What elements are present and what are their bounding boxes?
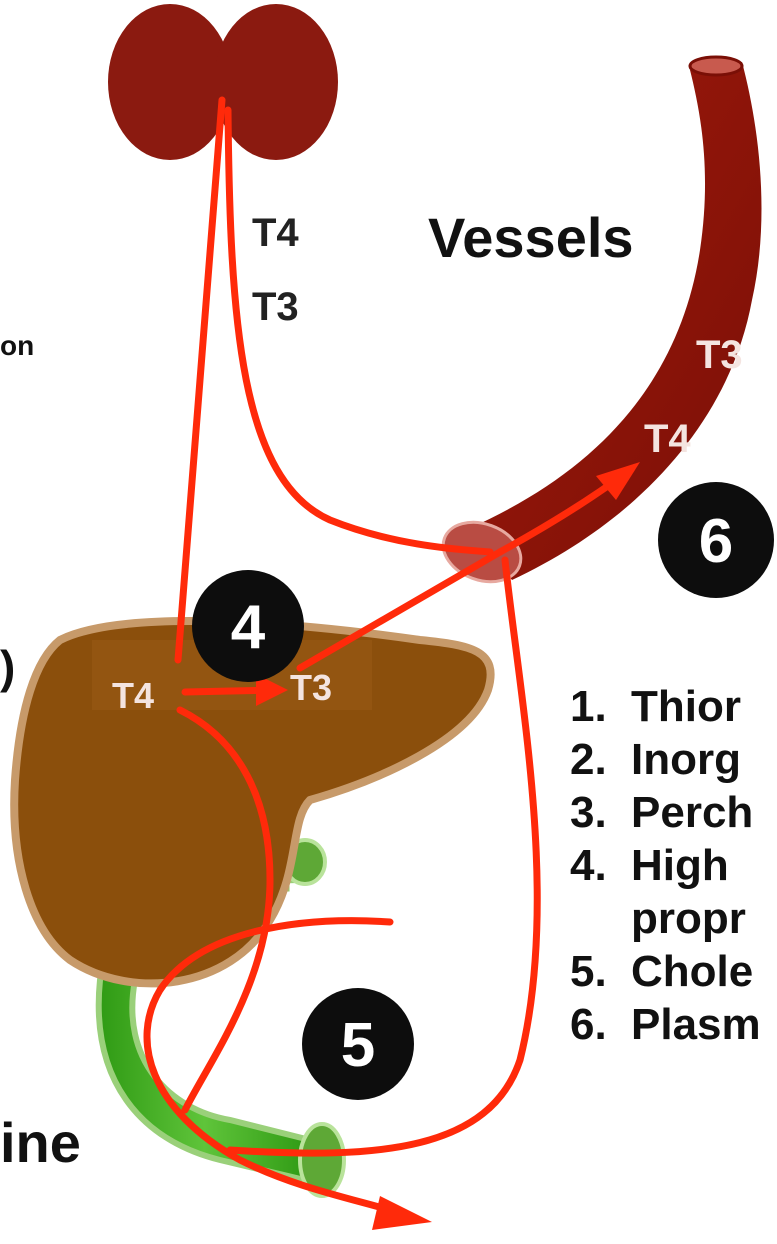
list-number: 1.: [570, 680, 631, 733]
thyroid-to-vessel-path: [228, 110, 490, 552]
vessels-title: Vessels: [428, 205, 634, 270]
list-text: Perch: [631, 786, 753, 839]
edge-text-on: on: [0, 330, 34, 362]
list-text: Thior: [631, 680, 741, 733]
t4-label-top: T4: [252, 211, 299, 255]
edge-text-paren: ): [0, 640, 15, 694]
badge-4: 4: [192, 570, 304, 682]
list-text: Inorg: [631, 733, 741, 786]
list-text: propr: [631, 892, 746, 945]
list-item: 3.Perch: [570, 786, 761, 839]
badge-6-label: 6: [699, 507, 733, 576]
list-text: Chole: [631, 945, 753, 998]
t3-label-liver: T3: [290, 667, 332, 708]
list-text: High: [631, 839, 729, 892]
t4-label-vessel: T4: [644, 417, 691, 461]
list-number: 6.: [570, 998, 631, 1051]
thyroid-gland: [108, 4, 338, 160]
t3-label-top: T3: [252, 285, 299, 329]
list-item: 2.Inorg: [570, 733, 761, 786]
thyroid-to-liver-path: [178, 100, 222, 660]
list-item: propr: [570, 892, 761, 945]
t3-label-vessel: T3: [696, 333, 743, 377]
badge-5-label: 5: [341, 1011, 375, 1080]
badge-4-label: 4: [231, 593, 266, 662]
list-item: 1.Thior: [570, 680, 761, 733]
list-number: 5.: [570, 945, 631, 998]
list-text: Plasm: [631, 998, 761, 1051]
badge-6: 6: [658, 482, 774, 598]
list-number: [570, 892, 631, 945]
list-number: 4.: [570, 839, 631, 892]
exit-arrowhead: [372, 1196, 432, 1230]
list-number: 3.: [570, 786, 631, 839]
list-item: 4.High: [570, 839, 761, 892]
list-item: 6.Plasm: [570, 998, 761, 1051]
t4-label-liver: T4: [112, 675, 154, 716]
inhibitor-list: 1.Thior 2.Inorg 3.Perch 4.High propr 5.C…: [570, 680, 761, 1051]
edge-text-ine: ine: [0, 1110, 81, 1175]
badge-5: 5: [302, 988, 414, 1100]
list-item: 5.Chole: [570, 945, 761, 998]
list-number: 2.: [570, 733, 631, 786]
